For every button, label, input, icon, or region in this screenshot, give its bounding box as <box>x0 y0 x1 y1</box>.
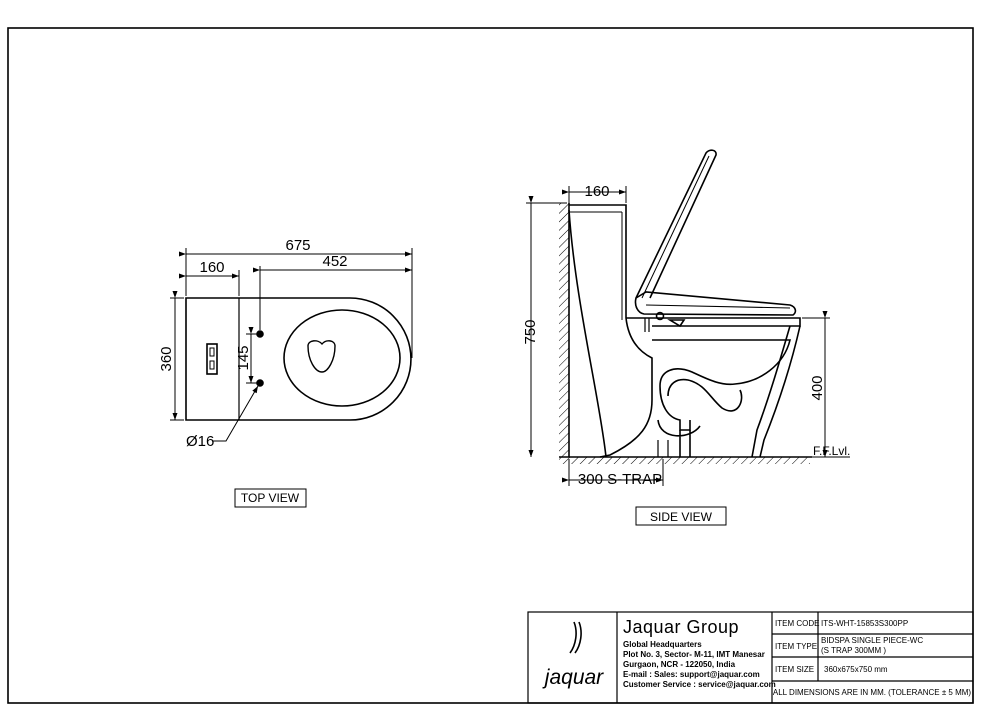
bowl-outline <box>283 309 401 407</box>
sheet-border <box>7 27 974 704</box>
dim-160-top: 160 <box>199 259 224 276</box>
hinge <box>655 311 665 321</box>
address-line-5: Customer Service : service@jaquar.com <box>623 680 776 689</box>
bowl-outlet <box>307 340 336 373</box>
company-name: Jaquar Group <box>623 617 739 637</box>
dim-160-side: 160 <box>584 183 609 200</box>
item-type-value-1: BIDSPA SINGLE PIECE-WC <box>821 636 923 645</box>
bowl-front <box>751 325 801 458</box>
top-view-outline <box>185 297 412 421</box>
seat-deck <box>626 317 801 327</box>
lid <box>635 149 717 299</box>
bowl-inner <box>652 339 792 431</box>
fixing-hole-lower <box>256 379 264 387</box>
dim-145: 145 <box>235 345 252 370</box>
dimensions-note: ALL DIMENSIONS ARE IN MM. (TOLERANCE ± 5… <box>773 688 972 697</box>
address-line-3: Gurgaon, NCR - 122050, India <box>623 660 736 669</box>
top-view-label-box <box>234 488 307 508</box>
item-code-value: ITS-WHT-15853S300PP <box>821 619 908 628</box>
s-trap-label: 300 S-TRAP <box>578 471 662 488</box>
address-line-1: Global Headquarters <box>623 640 702 649</box>
item-type-label: ITEM TYPE <box>775 642 817 651</box>
dim-750: 750 <box>522 319 539 344</box>
fixing-hole-upper <box>256 330 264 338</box>
top-view-dimensions <box>170 248 413 442</box>
dim-360: 360 <box>158 346 175 371</box>
top-view <box>185 297 412 421</box>
item-code-label: ITEM CODE <box>775 619 819 628</box>
logo-wordmark: jaquar <box>542 666 604 689</box>
side-view-dimensions <box>526 186 850 486</box>
floor-hatch <box>559 457 810 464</box>
side-view-label-box <box>635 506 727 526</box>
flush-button <box>206 343 218 375</box>
side-view-label: SIDE VIEW <box>650 510 713 524</box>
title-block <box>527 611 974 704</box>
dim-fixing-hole: Ø16 <box>186 433 214 450</box>
item-size-value: 360x675x750 mm <box>824 665 888 674</box>
top-view-label: TOP VIEW <box>241 491 300 505</box>
dim-452: 452 <box>322 253 347 270</box>
floor-level-label: F.F.Lvl. <box>813 444 850 458</box>
wall-hatch <box>559 203 569 457</box>
dim-400: 400 <box>809 375 826 400</box>
dim-675: 675 <box>285 237 310 254</box>
side-view <box>559 149 812 458</box>
address-line-4: E-mail : Sales: support@jaquar.com <box>623 670 760 679</box>
item-size-label: ITEM SIZE <box>775 665 814 674</box>
address-line-2: Plot No. 3, Sector- M-11, IMT Manesar <box>623 650 765 659</box>
jaquar-logo: jaquar <box>542 621 604 689</box>
trap-pipe <box>657 378 743 457</box>
wc-body <box>568 204 653 458</box>
seat <box>634 291 797 316</box>
item-type-value-2: (S TRAP 300MM ) <box>821 646 886 655</box>
